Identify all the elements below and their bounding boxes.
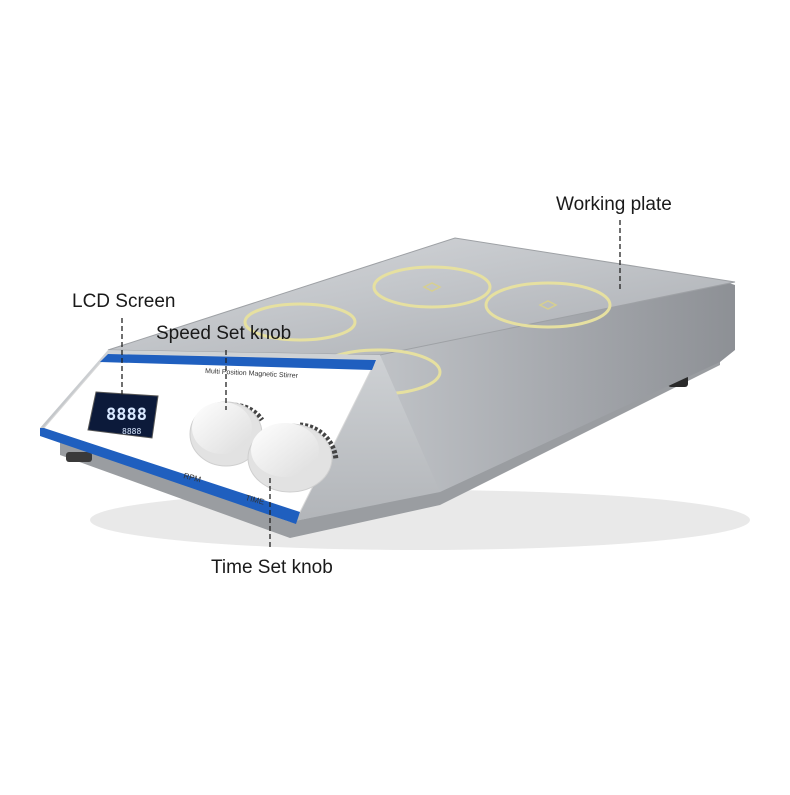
lcd-sub-readout: 8888 — [122, 427, 141, 436]
position-ring — [372, 265, 492, 309]
time-knob-label: Time Set knob — [211, 557, 333, 578]
position-ring — [484, 281, 612, 329]
panel-bottom-stripe — [40, 428, 300, 524]
time-set-knob[interactable] — [247, 422, 339, 493]
time-knob-scale — [299, 422, 339, 461]
side-wall — [380, 280, 735, 492]
lcd-screen — [87, 391, 159, 439]
lcd-main-readout: 8888 — [106, 405, 147, 425]
panel-top-stripe — [100, 354, 376, 370]
rpm-label: RPM — [183, 471, 203, 484]
lcd-screen-label: LCD Screen — [72, 291, 176, 312]
time-label: TIME — [245, 493, 266, 506]
position-ring — [243, 302, 357, 342]
stirring-positions — [243, 265, 612, 396]
panel-title: Multi Position Magnetic Stirrer — [205, 368, 299, 380]
front-foot — [66, 452, 92, 462]
speed-knob-label: Speed Set knob — [156, 323, 292, 344]
working-plate-label: Working plate — [556, 194, 672, 215]
speed-set-knob[interactable] — [189, 401, 265, 467]
